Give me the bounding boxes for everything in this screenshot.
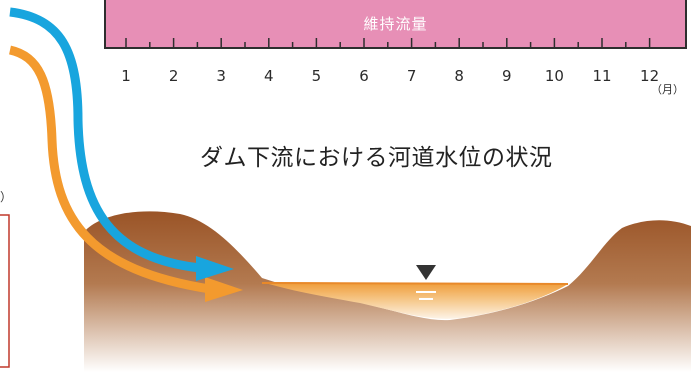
- orange-flow-arrow-icon: [8, 45, 243, 302]
- left-box: [0, 214, 10, 368]
- month-label: 5: [311, 67, 322, 85]
- water-level-marker-icon: [416, 265, 436, 300]
- month-label: 7: [406, 67, 417, 85]
- month-label: 11: [592, 67, 612, 85]
- month-label: 2: [168, 67, 179, 85]
- riverbank-terrain: [84, 211, 691, 372]
- left-edge-text: ）: [0, 190, 13, 204]
- month-label: 6: [359, 67, 369, 85]
- month-label: 4: [264, 67, 274, 85]
- river-water: [262, 282, 568, 319]
- blue-flow-arrow-icon: [9, 7, 234, 281]
- scene-caption: ダム下流における河道水位の状況: [200, 145, 553, 171]
- month-label: 1: [121, 67, 131, 85]
- month-label: 3: [216, 67, 226, 85]
- water-surface-line: [261, 282, 569, 285]
- maintenance-flow-label: 維持流量: [363, 15, 428, 33]
- month-label: 8: [454, 67, 464, 85]
- maintenance-flow-band: [104, 0, 687, 49]
- month-label: 12: [640, 67, 660, 85]
- month-unit-label: （月）: [651, 83, 684, 96]
- month-label: 9: [502, 67, 512, 85]
- month-label: 10: [544, 67, 564, 85]
- month-tick-marks: [125, 38, 651, 48]
